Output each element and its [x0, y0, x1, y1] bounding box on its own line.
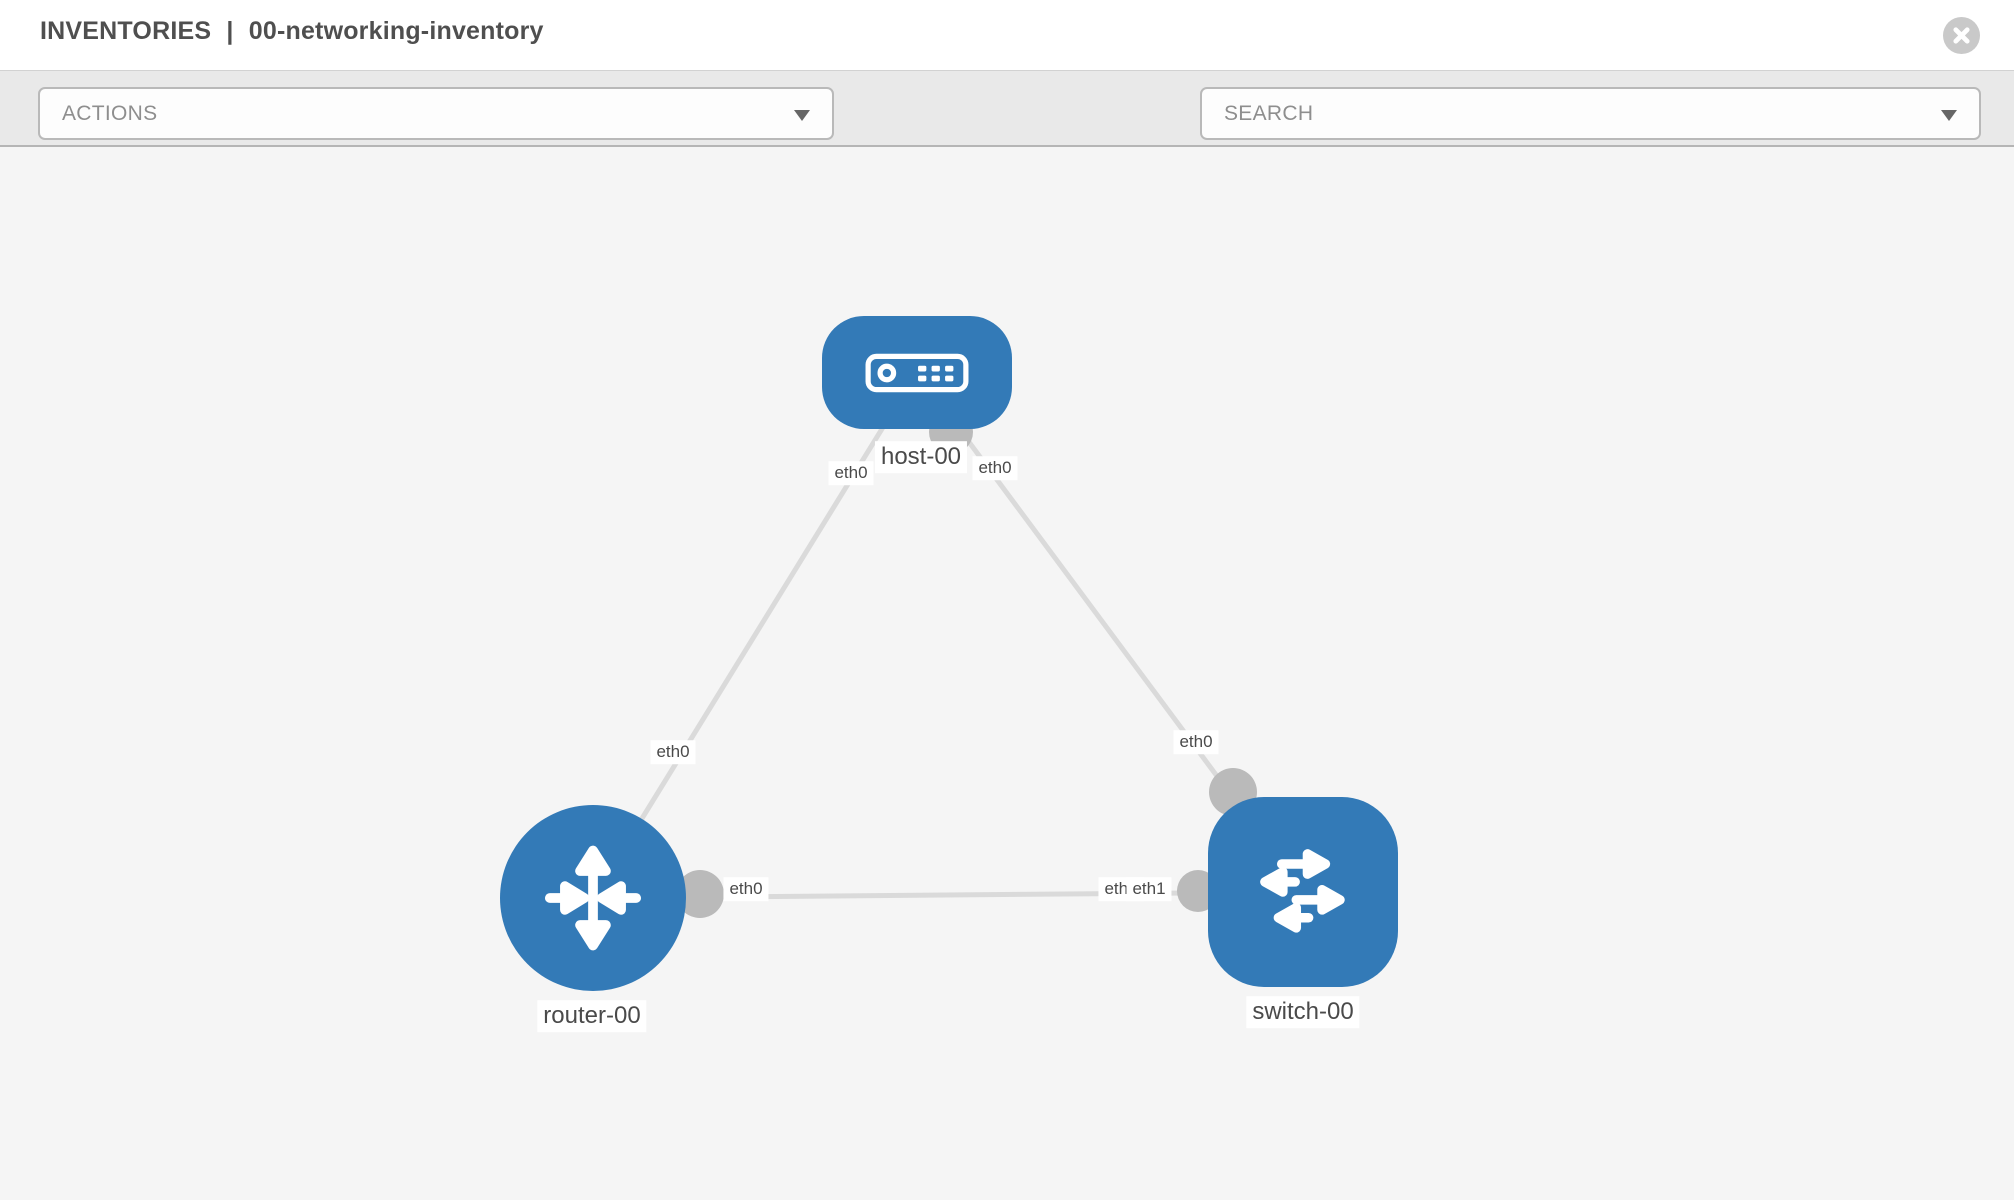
search-dropdown[interactable]: SEARCH: [1200, 87, 1981, 140]
interface-label-router-eth0-a: eth0: [650, 740, 696, 764]
router-icon: [544, 845, 642, 951]
close-icon: [1953, 27, 1970, 44]
node-label-router: router-00: [537, 1000, 647, 1032]
interface-label-host-eth0-a: eth0: [828, 461, 874, 485]
inventory-name: 00-networking-inventory: [248, 17, 544, 45]
page-title-separator: |: [226, 17, 234, 45]
interface-label-host-eth0-b: eth0: [972, 456, 1018, 480]
chevron-down-icon: [1941, 110, 1957, 121]
page-title: INVENTORIES | 00-networking-inventory: [40, 17, 552, 46]
node-host-00[interactable]: [822, 316, 1012, 429]
actions-dropdown-label: ACTIONS: [62, 101, 158, 125]
interface-label-router-eth0-b: eth0: [723, 877, 769, 901]
switch-icon: [1260, 849, 1345, 933]
chevron-down-icon: [794, 110, 810, 121]
host-icon: [865, 353, 969, 392]
toolbar: ACTIONS SEARCH: [0, 70, 2014, 204]
node-switch-00[interactable]: [1208, 797, 1398, 987]
topology-canvas[interactable]: host-00 router-00 switch-00 eth0 eth0 et…: [0, 147, 2014, 1200]
page-title-section: INVENTORIES: [40, 17, 212, 45]
interface-label-switch-eth0: eth0: [1173, 730, 1219, 754]
search-dropdown-label: SEARCH: [1224, 101, 1314, 125]
link-host-router[interactable]: [590, 370, 920, 900]
actions-dropdown[interactable]: ACTIONS: [38, 87, 834, 140]
node-router-00[interactable]: [500, 805, 686, 991]
node-label-switch: switch-00: [1246, 996, 1360, 1028]
close-button[interactable]: [1943, 17, 1980, 54]
interface-connector-router-eth0: [676, 870, 724, 918]
interface-label-switch-eth1: eth1: [1126, 877, 1172, 901]
breadcrumb-header: INVENTORIES | 00-networking-inventory: [0, 0, 2014, 70]
topology-links-layer: [590, 370, 1306, 918]
node-label-host: host-00: [874, 441, 968, 473]
